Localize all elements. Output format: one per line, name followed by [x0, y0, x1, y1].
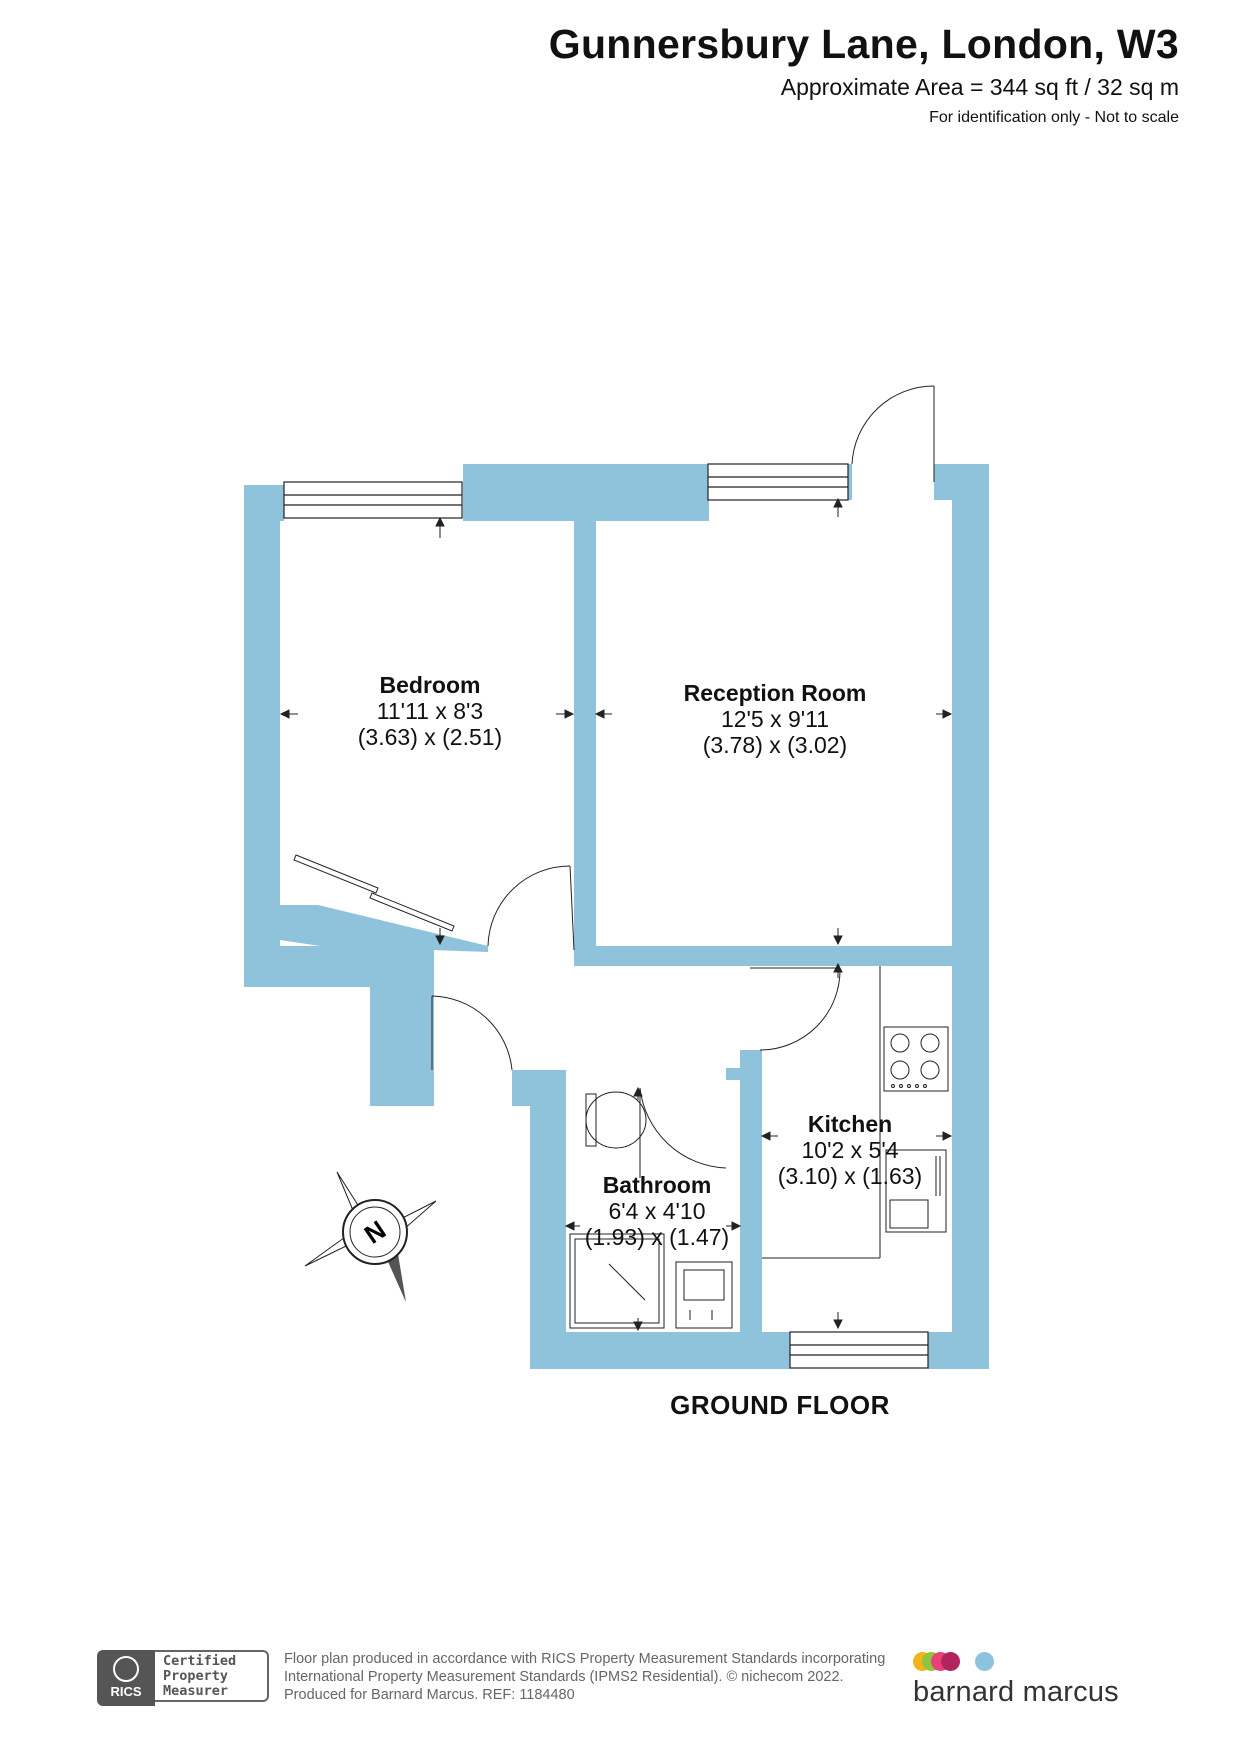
room-size-imperial: 6'4 x 4'10 [608, 1198, 706, 1224]
room-size-metric: (3.78) x (3.02) [702, 732, 848, 758]
room-size-imperial: 10'2 x 5'4 [801, 1137, 899, 1163]
room-size-metric: (3.10) x (1.63) [777, 1163, 923, 1189]
rics-logo: RICS Certified Property Measurer [97, 1650, 273, 1706]
brand-logo: barnard marcus [913, 1652, 1133, 1709]
room-size-imperial: 11'11 x 8'3 [376, 698, 484, 724]
approximate-area: Approximate Area = 344 sq ft / 32 sq m [780, 74, 1179, 100]
rics-badge: RICS [97, 1650, 155, 1706]
wardrobe-doors [293, 854, 455, 932]
brand-dot [941, 1652, 960, 1671]
brand-name: barnard marcus [913, 1676, 1119, 1708]
dimension-arrows [279, 497, 953, 1332]
bathroom-fittings [569, 1091, 733, 1329]
brand-dot [975, 1652, 994, 1671]
disclaimer-note: For identification only - Not to scale [929, 109, 1179, 126]
room-label-reception: Reception Room 12'5 x 9'11 (3.78) x (3.0… [650, 680, 900, 758]
room-label-bathroom: Bathroom 6'4 x 4'10 (1.93) x (1.47) [572, 1172, 742, 1250]
floor-label: GROUND FLOOR [670, 1390, 890, 1420]
rics-line-1: Certified [163, 1653, 237, 1669]
room-label-bedroom: Bedroom 11'11 x 8'3 (3.63) x (2.51) [335, 672, 525, 750]
windows [283, 463, 929, 1369]
kitchen-fittings [762, 966, 949, 1259]
rics-line-2: Property [163, 1668, 229, 1684]
room-size-imperial: 12'5 x 9'11 [720, 706, 830, 732]
page-title: Gunnersbury Lane, London, W3 [548, 21, 1179, 67]
room-name: Reception Room [683, 680, 867, 706]
footer-line-2: International Property Measurement Stand… [284, 1669, 844, 1685]
rics-line-3: Measurer [163, 1683, 229, 1699]
room-name: Bedroom [379, 672, 481, 698]
room-name: Bathroom [602, 1172, 712, 1198]
footer-disclaimer: Floor plan produced in accordance with R… [284, 1650, 885, 1704]
footer-line-1: Floor plan produced in accordance with R… [284, 1651, 886, 1667]
walls [244, 464, 989, 1369]
room-size-metric: (3.63) x (2.51) [357, 724, 503, 750]
rics-certification: Certified Property Measurer [155, 1650, 269, 1702]
brand-dots [913, 1652, 1133, 1672]
compass-icon: N [304, 1171, 437, 1302]
room-label-kitchen: Kitchen 10'2 x 5'4 (3.10) x (1.63) [757, 1111, 943, 1189]
footer-line-3: Produced for Barnard Marcus. REF: 118448… [284, 1687, 575, 1703]
room-name: Kitchen [807, 1111, 893, 1137]
rics-badge-text: RICS [110, 1684, 142, 1699]
header: Gunnersbury Lane, London, W3 Approximate… [549, 20, 1179, 127]
rics-crest-icon [113, 1656, 139, 1682]
room-size-metric: (1.93) x (1.47) [584, 1224, 730, 1250]
